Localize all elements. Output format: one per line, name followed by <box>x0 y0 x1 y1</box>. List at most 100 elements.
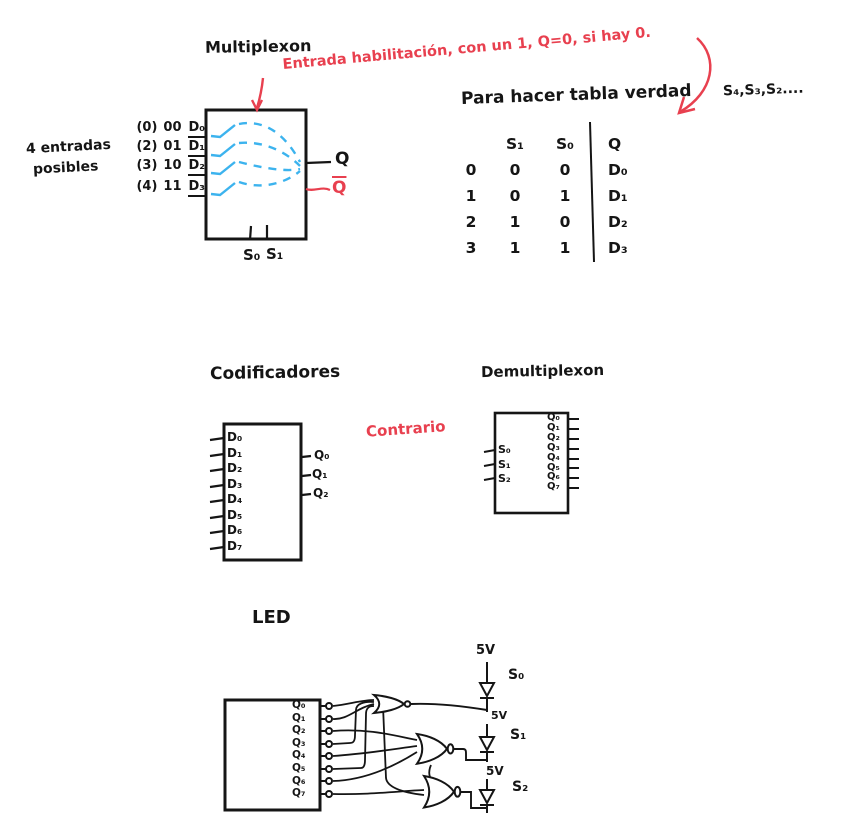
tt-cell: 3 <box>465 239 477 257</box>
wire <box>461 791 487 809</box>
truth-table-caption: Para hacer tabla verdad <box>460 80 692 110</box>
led-output-stubs <box>320 702 333 798</box>
diode-triangle-icon <box>478 682 496 699</box>
led-output-label: Q₁ <box>292 711 306 724</box>
tt-cell: 1 <box>509 239 521 257</box>
led-output-labels: Q₀ Q₁ Q₂ Q₃ Q₄ Q₅ Q₆ Q₇ <box>292 699 306 800</box>
q-output-lead <box>305 160 332 165</box>
wire-tangle <box>332 699 434 796</box>
gate-bubble-icon <box>403 700 412 708</box>
mux-input-index: (4) <box>136 179 158 194</box>
tt-header-s0: S₀ <box>556 135 574 153</box>
nor-gate-s2 <box>424 776 460 808</box>
gate-bubble-icon <box>455 787 461 797</box>
switch-check <box>210 143 236 158</box>
select-label-s0: S₀ <box>243 246 261 264</box>
led-output-label: Q₇ <box>292 787 306 800</box>
demux-output-label: Q₆ <box>547 471 560 483</box>
led-branch-label: S₀ <box>508 667 525 683</box>
mux-dashed-routes <box>238 121 302 187</box>
switch-check <box>210 124 236 139</box>
encoder-input-label: D₆ <box>227 523 243 537</box>
tt-cell: D₀ <box>608 161 628 179</box>
encoder-input-ticks <box>209 436 225 551</box>
switch-check <box>210 182 236 197</box>
demux-input-label: S₂ <box>498 472 511 485</box>
mux-input-code: 11 <box>163 179 182 194</box>
nor-gate-s0 <box>374 695 412 713</box>
mux-side-note-line1: 4 entradas <box>25 136 112 158</box>
select-tick <box>248 225 253 241</box>
led-output-label: Q₅ <box>292 761 306 774</box>
enable-arrow <box>255 77 265 109</box>
tt-header-s1: S₁ <box>506 135 524 153</box>
demux-title: Demultiplexon <box>480 360 605 382</box>
wire <box>454 748 487 761</box>
demux-input-label: S₀ <box>498 443 511 456</box>
encoder-input-label: D₂ <box>227 461 243 475</box>
mux-input-label: D₀ <box>187 120 206 138</box>
encoder-output-ticks <box>301 454 312 497</box>
select-label-s1: S₁ <box>266 245 284 263</box>
demux-input-ticks <box>483 449 496 481</box>
encoder-output-label: Q₂ <box>313 486 329 500</box>
mux-input-row: (0) 00 D₀ <box>136 120 206 138</box>
tt-cell: 2 <box>465 213 477 231</box>
mux-title: Multiplexon <box>204 36 312 57</box>
dashed-route <box>238 141 301 167</box>
switch-check <box>210 161 236 176</box>
demux-output-label: Q₁ <box>547 421 560 433</box>
mux-side-note-line2: posibles <box>32 158 99 178</box>
dashed-route <box>238 160 301 172</box>
mux-input-row: (3) 10 D₂ <box>136 158 206 176</box>
demux-output-label: Q₇ <box>547 481 560 493</box>
selector-note: S₄,S₃,S₂.... <box>722 80 804 100</box>
q-output-label: Q <box>335 149 350 169</box>
led-diode-s0 <box>478 662 496 712</box>
led-diode-s2 <box>478 779 496 813</box>
mux-input-index: (2) <box>136 139 158 154</box>
wire <box>332 745 418 757</box>
enable-arrowhead-icon <box>250 99 264 113</box>
diode-triangle-icon <box>478 736 496 753</box>
gate-output-wires <box>410 702 488 809</box>
mux-input-row: (4) 11 D₃ <box>136 179 206 197</box>
truth-table: S₁ S₀ Q 0 0 0 D₀ 1 0 1 D₁ 2 1 0 D₂ 3 1 1… <box>452 131 648 261</box>
vcc-label: 5V <box>476 643 496 658</box>
tt-cell: 1 <box>509 213 521 231</box>
wire <box>428 764 434 782</box>
tt-cell: D₃ <box>608 239 628 257</box>
tt-cell: 1 <box>559 239 571 257</box>
dashed-route <box>238 121 302 163</box>
wire <box>332 751 418 782</box>
encoder-input-label: D₃ <box>227 476 243 491</box>
wire <box>332 729 418 741</box>
led-diode-s1 <box>478 724 496 762</box>
led-output-label: Q₆ <box>292 774 306 787</box>
encoder-output-label: Q₁ <box>312 467 328 481</box>
mux-input-code: 01 <box>163 139 182 154</box>
dashed-route <box>238 170 301 187</box>
encoder-input-label: D₁ <box>227 445 243 460</box>
encoder-title: Codificadores <box>209 361 341 385</box>
mux-input-code: 10 <box>163 158 182 173</box>
tt-header-q: Q <box>608 135 622 153</box>
tt-cell: 0 <box>509 161 521 179</box>
demux-output-labels: Q₀ Q₁ Q₂ Q₃ Q₄ Q₅ Q₆ Q₇ <box>547 413 560 492</box>
wire <box>332 703 375 720</box>
led-output-label: Q₄ <box>292 749 306 762</box>
tt-cell: 1 <box>559 187 571 205</box>
tt-cell: 0 <box>509 187 521 205</box>
led-output-label: Q₂ <box>292 724 306 737</box>
demux-input-label: S₁ <box>498 457 511 471</box>
tt-cell: 1 <box>465 187 477 205</box>
mux-input-code: 00 <box>163 120 182 135</box>
wire <box>332 700 375 745</box>
vcc-label: 5V <box>491 709 508 722</box>
mux-switch-marks <box>210 124 236 197</box>
encoder-input-label: D₅ <box>227 507 243 522</box>
tt-cell: 0 <box>559 161 571 179</box>
mux-input-index: (3) <box>136 158 158 173</box>
encoder-input-labels: D₀ D₁ D₂ D₃ D₄ D₅ D₆ D₇ <box>227 430 242 554</box>
